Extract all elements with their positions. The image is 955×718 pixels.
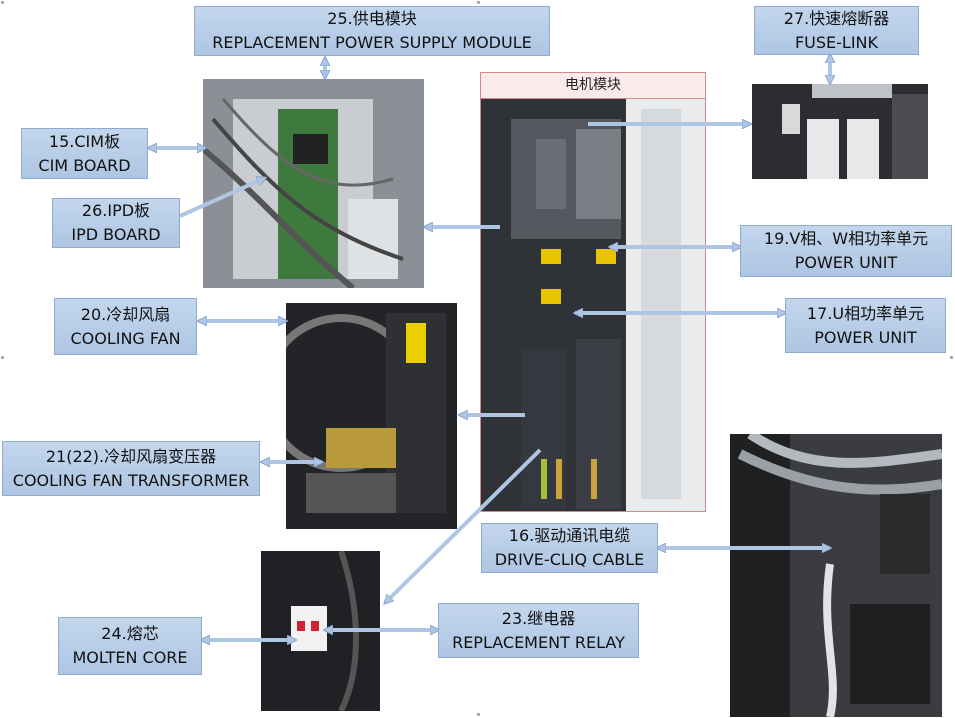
label-u-power-unit: 17.U相功率单元 POWER UNIT (785, 298, 946, 353)
label-vw-power-unit: 19.V相、W相功率单元 POWER UNIT (740, 225, 952, 277)
power-supply-photo-art (203, 79, 424, 288)
label-15-zh: 15.CIM板 (48, 131, 121, 151)
corner-dot (477, 713, 480, 716)
label-21-en: COOLING FAN TRANSFORMER (12, 470, 250, 490)
label-20-zh: 20.冷却风扇 (80, 304, 171, 324)
power-supply-photo (203, 79, 424, 288)
drive-cliq-photo (730, 434, 942, 717)
label-25-en: REPLACEMENT POWER SUPPLY MODULE (212, 33, 532, 52)
label-23-en: REPLACEMENT RELAY (452, 632, 625, 652)
label-23-zh: 23.继电器 (501, 608, 576, 628)
arrow-26 (179, 176, 265, 218)
corner-dot (1, 1, 4, 4)
label-17-en: POWER UNIT (814, 327, 917, 347)
corner-dot (1, 356, 4, 359)
label-27-en: FUSE-LINK (794, 32, 879, 52)
label-26-zh: 26.IPD板 (81, 201, 151, 220)
motor-module-title: 电机模块 (480, 72, 706, 99)
label-replacement-relay: 23.继电器 REPLACEMENT RELAY (438, 603, 639, 658)
corner-dot (950, 356, 953, 359)
motor-module-photo-art (481, 99, 705, 511)
label-19-en: POWER UNIT (794, 253, 898, 272)
label-ipd-board: 26.IPD板 IPD BOARD (52, 198, 180, 248)
label-26-en: IPD BOARD (71, 225, 161, 244)
label-drive-cliq-cable: 16.驱动通讯电缆 DRIVE-CLIQ CABLE (481, 523, 658, 573)
label-cooling-fan-transformer: 21(22).冷却风扇变压器 COOLING FAN TRANSFORMER (2, 441, 260, 496)
fuse-link-photo-art (752, 84, 928, 179)
label-27-zh: 27.快速熔断器 (783, 8, 890, 28)
label-19-zh: 19.V相、W相功率单元 (763, 229, 929, 248)
fuse-link-photo (752, 84, 928, 179)
motor-module-photo (480, 99, 706, 512)
label-molten-core: 24.熔芯 MOLTEN CORE (58, 617, 202, 675)
label-16-zh: 16.驱动通讯电缆 (508, 526, 631, 545)
label-21-zh: 21(22).冷却风扇变压器 (45, 446, 217, 466)
label-17-zh: 17.U相功率单元 (806, 303, 925, 323)
label-cim-board: 15.CIM板 CIM BOARD (21, 128, 148, 179)
arrow-motor-relay (385, 448, 542, 603)
cooling-fan-photo (286, 303, 457, 529)
label-24-en: MOLTEN CORE (72, 648, 188, 667)
label-cooling-fan: 20.冷却风扇 COOLING FAN (54, 298, 197, 355)
label-20-en: COOLING FAN (70, 328, 181, 348)
drive-cliq-photo-art (730, 434, 942, 717)
label-16-en: DRIVE-CLIQ CABLE (494, 550, 645, 569)
label-15-en: CIM BOARD (38, 155, 131, 175)
label-power-supply-module: 25.供电模块 REPLACEMENT POWER SUPPLY MODULE (194, 6, 550, 56)
label-25-zh: 25.供电模块 (327, 9, 417, 28)
cooling-fan-photo-art (286, 303, 457, 529)
label-fuse-link: 27.快速熔断器 FUSE-LINK (754, 6, 919, 55)
label-24-zh: 24.熔芯 (101, 624, 159, 643)
corner-dot (477, 1, 480, 4)
relay-photo-art (261, 551, 380, 711)
